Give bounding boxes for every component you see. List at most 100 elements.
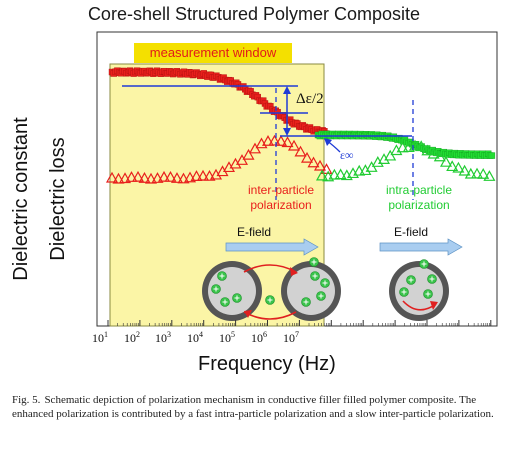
red-triangle-marker: [313, 159, 327, 171]
charge-markers: [211, 257, 437, 307]
green-triangle-marker: [446, 160, 459, 172]
red-triangle-marker: [242, 148, 255, 160]
green-triangle-marker: [458, 164, 471, 176]
figure-title: Core-shell Structured Polymer Composite: [87, 4, 421, 24]
intra-label-line-1: intra-particle: [385, 183, 453, 197]
red-triangle-marker: [125, 171, 138, 182]
eps-inf-label: ε∞: [340, 148, 354, 162]
particle-right: [389, 261, 449, 321]
x-tick-label: 106: [251, 330, 267, 345]
red-triangle-marker: [157, 170, 171, 182]
red-triangle-marker: [248, 142, 262, 154]
charge-marker: [265, 295, 275, 305]
inter-particle-polarization-label: inter-particle polarization: [236, 183, 326, 213]
red-triangle-marker: [131, 170, 145, 182]
inter-label-line-2: polarization: [250, 198, 312, 212]
green-dielectric-loss-peak: [315, 139, 496, 182]
green-square-marker: [488, 152, 496, 159]
green-triangle-marker: [477, 168, 490, 179]
green-triangle-marker: [439, 155, 453, 167]
x-tick-label: 101: [92, 330, 108, 345]
charge-marker: [427, 274, 437, 284]
green-triangle-marker: [433, 150, 446, 162]
charge-marker: [211, 284, 221, 294]
x-axis-ticks: [107, 320, 492, 326]
red-triangle-marker: [281, 136, 294, 148]
caption-label: Fig. 5.: [12, 394, 41, 406]
e-field-arrow-2: [379, 238, 463, 256]
green-triangle-marker: [427, 147, 440, 159]
green-triangle-marker: [396, 141, 409, 153]
x-tick-label: 107: [283, 330, 299, 345]
charge-marker: [220, 297, 230, 307]
red-dielectric-constant-curve: [108, 67, 330, 137]
charge-marker: [399, 287, 409, 297]
intra-transfer-arrow-head: [430, 301, 438, 310]
x-tick-label: 103: [155, 330, 171, 345]
green-triangle-marker: [464, 167, 477, 179]
red-triangle-marker: [170, 172, 184, 183]
charge-marker: [301, 297, 311, 307]
red-triangle-marker: [164, 170, 177, 182]
charge-marker: [310, 271, 320, 281]
intra-label-line-2: polarization: [388, 198, 450, 212]
red-triangle-marker: [105, 171, 119, 183]
delta-eps-label: Δε/2: [296, 91, 324, 107]
green-triangle-marker: [384, 149, 397, 161]
green-triangle-marker: [470, 167, 484, 179]
red-triangle-marker: [190, 170, 203, 181]
green-triangle-marker: [452, 161, 465, 173]
x-tick-label: 105: [219, 330, 235, 345]
inter-label-line-1: inter-particle: [247, 183, 315, 197]
green-triangle-marker: [377, 153, 391, 164]
green-triangle-marker: [328, 168, 341, 180]
red-dielectric-loss-peak: [105, 134, 333, 184]
red-triangle-marker: [138, 171, 151, 183]
green-triangle-marker: [483, 170, 496, 181]
red-triangle-marker: [274, 135, 288, 146]
red-triangle-marker: [177, 172, 190, 184]
red-triangle-marker: [261, 135, 275, 146]
red-triangle-marker: [320, 163, 333, 174]
charge-marker: [320, 278, 330, 288]
delta-eps-arrow-head-down: [283, 128, 291, 136]
x-tick-label: 102: [124, 330, 140, 345]
red-triangle-marker: [203, 169, 216, 181]
red-triangle-marker: [294, 145, 307, 157]
red-triangle-marker: [300, 151, 314, 163]
charge-marker: [423, 289, 433, 299]
red-triangle-marker: [112, 172, 125, 184]
eps-inf-pointer-head: [324, 138, 332, 146]
green-triangle-marker: [334, 168, 347, 180]
x-axis-label: Frequency (Hz): [198, 353, 336, 375]
red-triangle-marker: [118, 172, 132, 184]
x-tick-label: 104: [187, 330, 203, 345]
red-triangle-marker: [183, 171, 197, 183]
charge-marker: [419, 259, 429, 269]
red-triangle-marker: [307, 156, 320, 168]
intra-particle-polarization-label: intra-particle polarization: [374, 183, 464, 213]
charge-marker: [217, 271, 227, 281]
red-triangle-marker: [268, 134, 281, 146]
charge-marker: [406, 275, 416, 285]
red-triangle-marker: [287, 139, 301, 151]
particle-left: [202, 261, 262, 321]
delta-eps-arrow-head-up: [283, 86, 291, 94]
measurement-window-label: measurement window: [134, 43, 292, 63]
inter-transfer-arrow-top-head: [290, 267, 298, 276]
red-triangle-marker: [151, 172, 164, 183]
charge-marker: [232, 293, 242, 303]
green-triangle-marker: [315, 169, 329, 181]
green-triangle-marker: [415, 140, 428, 152]
charge-marker: [309, 257, 319, 267]
charge-marker: [316, 291, 326, 301]
e-field-label-2: E-field: [394, 225, 429, 239]
red-triangle-marker: [144, 172, 158, 184]
e-field-arrow-1: [225, 238, 319, 256]
inter-transfer-arrow-bottom-head: [244, 310, 252, 318]
green-triangle-marker: [421, 144, 434, 156]
figure-caption: Fig. 5.Schematic depiction of polarizati…: [12, 393, 498, 421]
e-field-label-1: E-field: [237, 225, 272, 239]
red-triangle-marker: [235, 154, 249, 165]
